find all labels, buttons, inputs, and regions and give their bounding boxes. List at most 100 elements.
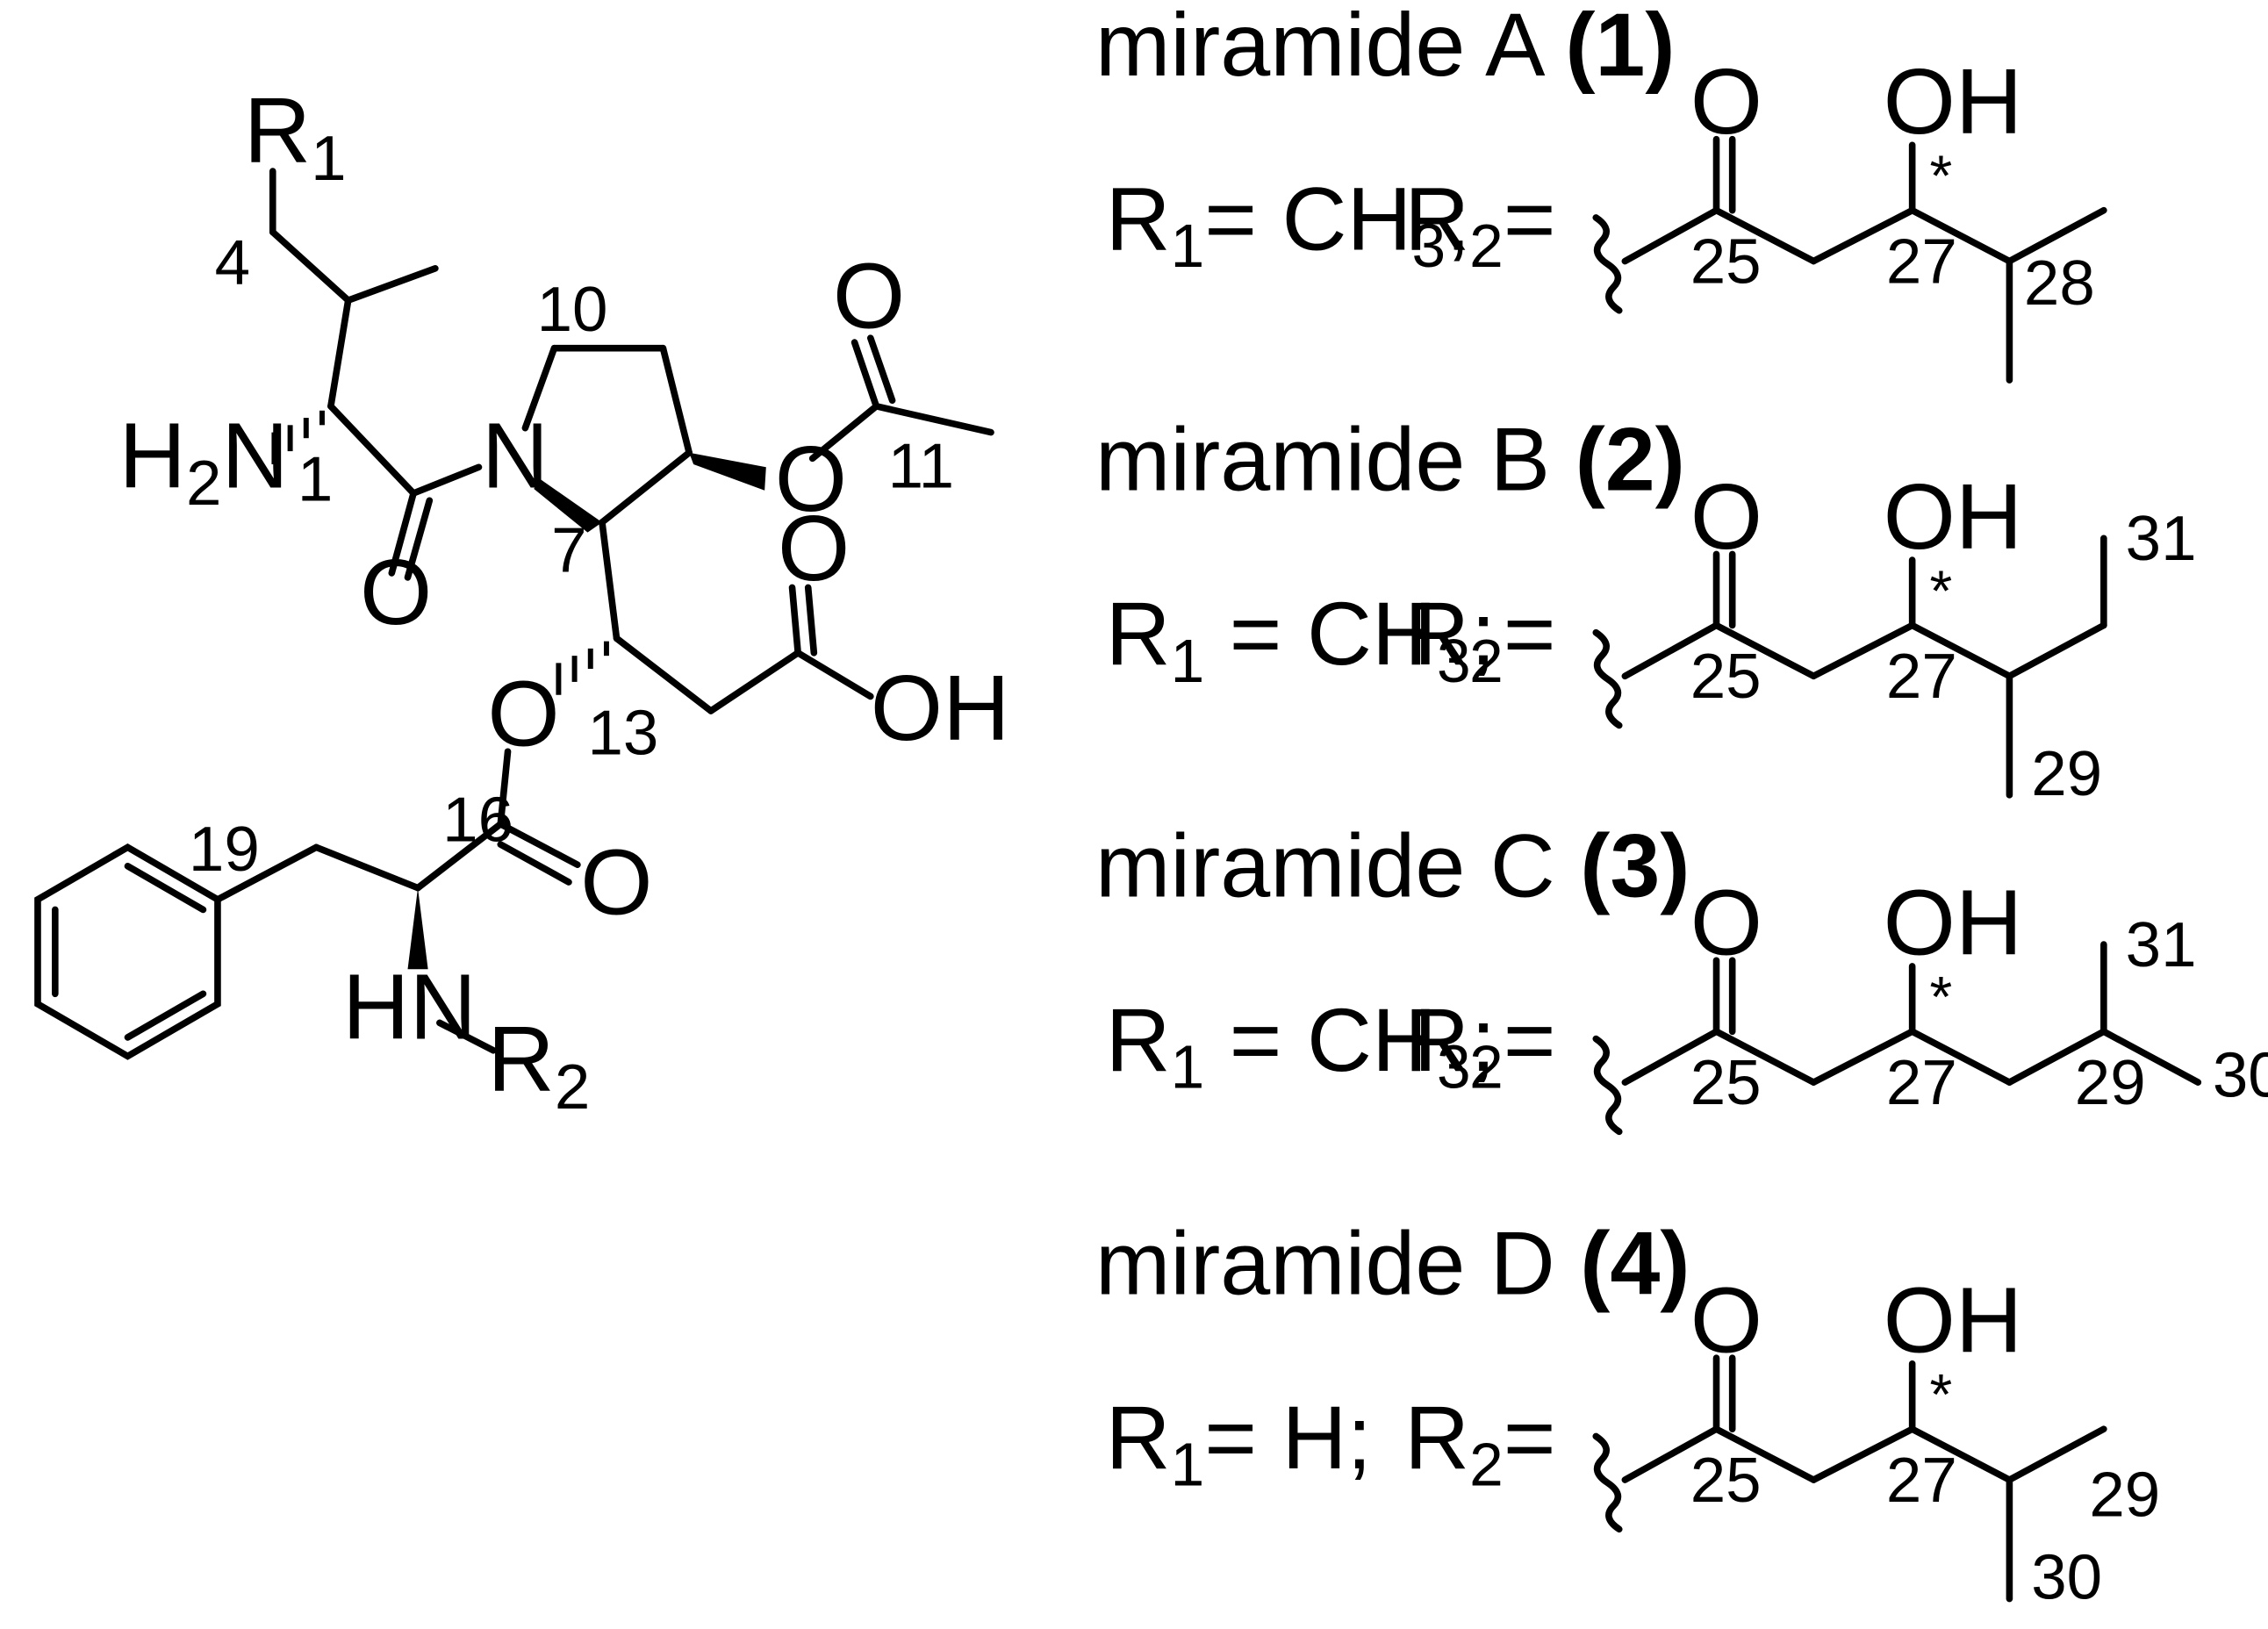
bond-amide-co-double bbox=[404, 497, 434, 581]
bond-c11-methyl bbox=[872, 403, 994, 436]
hashed-bond-c1-nh2 bbox=[271, 410, 325, 464]
skeleton-bond bbox=[1621, 1425, 1720, 1483]
skeleton-bond bbox=[1810, 1425, 1916, 1483]
skeleton-bond bbox=[1810, 621, 1916, 680]
carbon-locant: 27 bbox=[1886, 641, 1957, 712]
compound-name: miramide A (1) bbox=[1095, 0, 1676, 95]
bond-c11-o-single bbox=[850, 339, 880, 410]
skeleton-bond bbox=[2006, 1028, 2107, 1086]
keto-o: O bbox=[1690, 50, 1762, 154]
bond-c18-c19 bbox=[214, 843, 320, 903]
compound-name: miramide B (2) bbox=[1095, 409, 1685, 510]
bond-c15-o-single bbox=[788, 584, 801, 657]
bond-c16-o-single bbox=[497, 821, 581, 868]
bond-c9-c8 bbox=[659, 344, 693, 456]
r2-definition: R2= bbox=[1404, 1387, 1555, 1499]
wedge-bond-n-c7 bbox=[534, 478, 602, 533]
bond-c16-o-double bbox=[497, 841, 572, 886]
skeleton-bond bbox=[1621, 621, 1720, 680]
bond-c5-c4 bbox=[269, 228, 352, 304]
benzene-inner-3 bbox=[124, 990, 207, 1041]
locant-10: 10 bbox=[537, 274, 608, 345]
bond-c8-c7 bbox=[599, 449, 693, 526]
bond-n-c10 bbox=[521, 344, 558, 432]
r1-definition: R1= CH3; bbox=[1106, 168, 1471, 280]
skeleton-bond bbox=[2006, 621, 2107, 680]
hydroxyl-oh: OH bbox=[1884, 50, 2023, 154]
keto-o: O bbox=[1690, 1269, 1762, 1373]
skeleton-bond bbox=[2100, 1028, 2202, 1086]
r2-definition: R2= bbox=[1404, 583, 1555, 695]
stereocenter-star: * bbox=[1929, 559, 1952, 624]
r2-skeleton bbox=[1592, 535, 2107, 799]
r1-definition: R1 = CH3; bbox=[1106, 583, 1496, 695]
r2-definition: R2= bbox=[1404, 168, 1555, 280]
wavy-attachment-bond bbox=[1592, 628, 1623, 729]
atom-hn: HN bbox=[342, 956, 477, 1059]
carbon-locant: 31 bbox=[2126, 503, 2197, 574]
bond-c4-methyl bbox=[344, 265, 439, 304]
wavy-attachment-bond bbox=[1592, 214, 1623, 314]
bond-amide-co-single bbox=[388, 490, 417, 577]
bond-amide-n bbox=[410, 463, 483, 497]
atom-r2: R2 bbox=[487, 1008, 590, 1123]
carbon-locant: 29 bbox=[2031, 738, 2102, 809]
wedge-bond-c17-n bbox=[407, 887, 428, 970]
bond-c3-c2 bbox=[327, 297, 352, 410]
carbon-locant: 30 bbox=[2031, 1542, 2102, 1613]
keto-o: O bbox=[1690, 465, 1762, 569]
carbon-locant: 27 bbox=[1886, 1047, 1957, 1118]
skeleton-bond bbox=[1908, 1028, 2013, 1086]
atom-ester-o: O bbox=[487, 663, 559, 766]
wavy-attachment-bond bbox=[1592, 1432, 1623, 1533]
locant-19: 19 bbox=[189, 814, 260, 885]
bond-c15-oh bbox=[794, 649, 874, 700]
carbon-locant: 25 bbox=[1690, 1445, 1762, 1516]
carbon-locant: 31 bbox=[2126, 909, 2197, 980]
benzene-inner-1 bbox=[124, 863, 207, 914]
carbon-locant: 25 bbox=[1690, 226, 1762, 297]
carbon-locant: 29 bbox=[2089, 1459, 2160, 1530]
wavy-attachment-bond bbox=[1592, 1035, 1623, 1136]
compound-number: (3) bbox=[1580, 815, 1690, 916]
atom-acetyl-carbonyl-o: O bbox=[833, 245, 905, 348]
skeleton-bond bbox=[2006, 1425, 2107, 1483]
r1-definition: R1 = CH3; bbox=[1106, 989, 1496, 1102]
bond-o-c16 bbox=[497, 748, 512, 828]
atom-acetoxy-o: O bbox=[775, 427, 847, 531]
locant-16: 16 bbox=[442, 785, 513, 856]
locant-1: 1 bbox=[298, 443, 333, 514]
compound-name: miramide D (4) bbox=[1095, 1212, 1690, 1313]
carbon-locant: 27 bbox=[1886, 1445, 1957, 1516]
bond-c11-o-double bbox=[866, 334, 896, 405]
compound-number: (4) bbox=[1580, 1212, 1690, 1313]
atom-acid-o: O bbox=[778, 497, 850, 600]
r1-definition: R1= H; bbox=[1106, 1387, 1372, 1499]
stereocenter-star: * bbox=[1929, 144, 1952, 209]
locant-4: 4 bbox=[215, 227, 250, 298]
locant-13: 13 bbox=[587, 698, 658, 769]
hydroxyl-oh: OH bbox=[1884, 1269, 2023, 1373]
carbon-locant: 25 bbox=[1690, 1047, 1762, 1118]
skeleton-bond bbox=[1810, 206, 1916, 265]
atom-r1: R1 bbox=[244, 79, 347, 194]
skeleton-bond bbox=[1621, 1028, 1720, 1086]
hashed-bond-c13-o bbox=[556, 641, 609, 695]
atom-ring-n: N bbox=[482, 404, 549, 507]
skeleton-bond bbox=[1712, 206, 1818, 265]
compound-name: miramide C (3) bbox=[1095, 815, 1690, 916]
skeleton-bond bbox=[1908, 621, 2013, 680]
keto-o: O bbox=[1690, 872, 1762, 975]
atom-acid-oh: OH bbox=[871, 657, 1010, 760]
skeleton-bond bbox=[1810, 1028, 1916, 1086]
skeleton-bond bbox=[1712, 621, 1818, 680]
compound-number: (1) bbox=[1565, 0, 1675, 95]
skeleton-bond bbox=[1712, 1028, 1818, 1086]
skeleton-bond bbox=[2006, 206, 2107, 265]
benzene-ring bbox=[34, 843, 221, 1060]
skeleton-bond bbox=[1712, 1425, 1818, 1483]
